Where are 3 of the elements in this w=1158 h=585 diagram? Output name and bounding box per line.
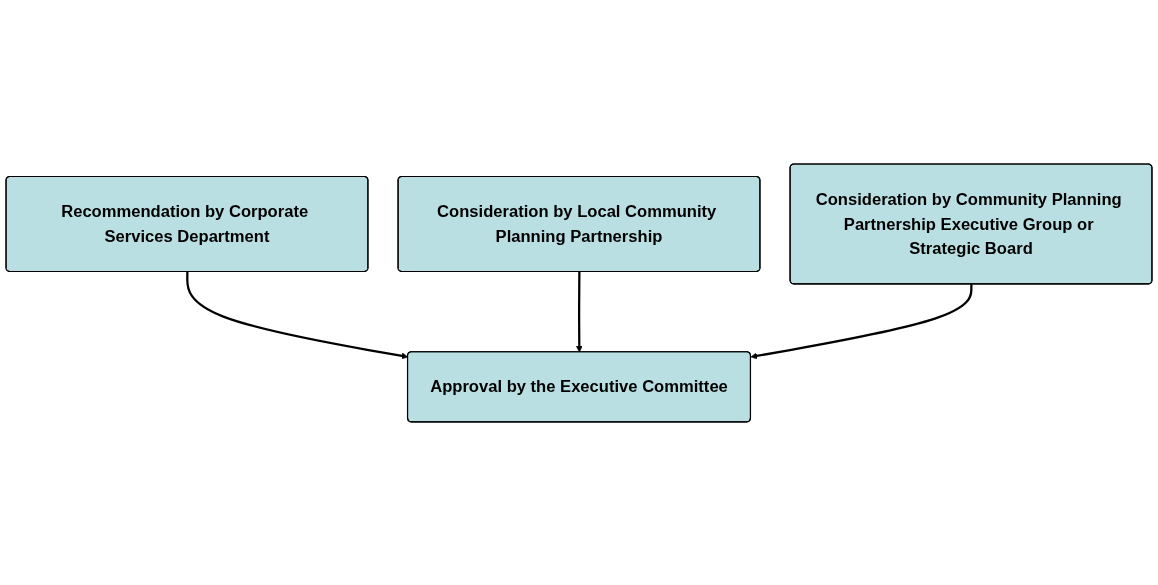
arrow — [576, 271, 583, 352]
arrow — [750, 283, 973, 359]
arrow — [186, 271, 409, 359]
